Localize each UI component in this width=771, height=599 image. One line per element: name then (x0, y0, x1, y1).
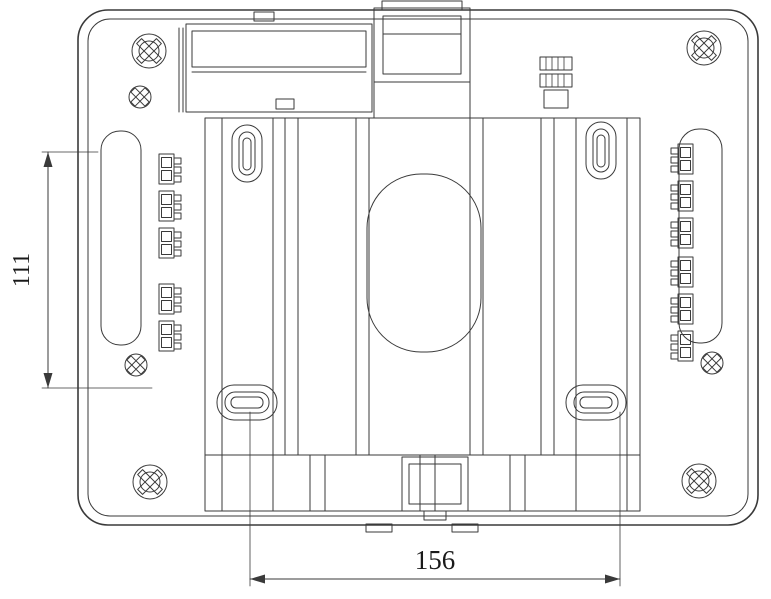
slot-bottom-right (565, 384, 627, 421)
screw-bottom-left (132, 464, 168, 500)
phillips-screw-middle-left (119, 348, 153, 382)
line-art-root: 111 156 (9, 0, 759, 587)
left-side-slot (100, 130, 142, 346)
phillips-screw-middle-right (695, 346, 729, 380)
left-terminal-blocks (158, 153, 182, 352)
central-panel-ribs (204, 117, 641, 512)
center-oval-opening (366, 173, 482, 353)
top-left-compartment (178, 11, 373, 113)
bottom-edge-tabs (365, 523, 479, 533)
keyhole-slot-top-left (231, 124, 263, 183)
dimension-vertical: 111 (9, 151, 153, 389)
phillips-screw-upper-left (123, 80, 157, 114)
screw-bottom-right (681, 463, 717, 499)
top-center-connector (373, 0, 471, 119)
keyhole-slot-top-right (585, 121, 617, 180)
right-side-slot (678, 128, 723, 344)
slot-bottom-left (216, 384, 278, 421)
plate-outline (77, 9, 759, 526)
screw-top-left (131, 33, 167, 69)
right-terminal-blocks (670, 143, 694, 362)
dimension-label-horizontal: 156 (415, 545, 456, 575)
dimension-horizontal: 156 (249, 411, 621, 587)
screw-top-right (686, 30, 722, 66)
dimension-label-vertical: 111 (9, 253, 35, 287)
top-right-terminal (539, 56, 573, 109)
bottom-center-connector (401, 456, 469, 521)
